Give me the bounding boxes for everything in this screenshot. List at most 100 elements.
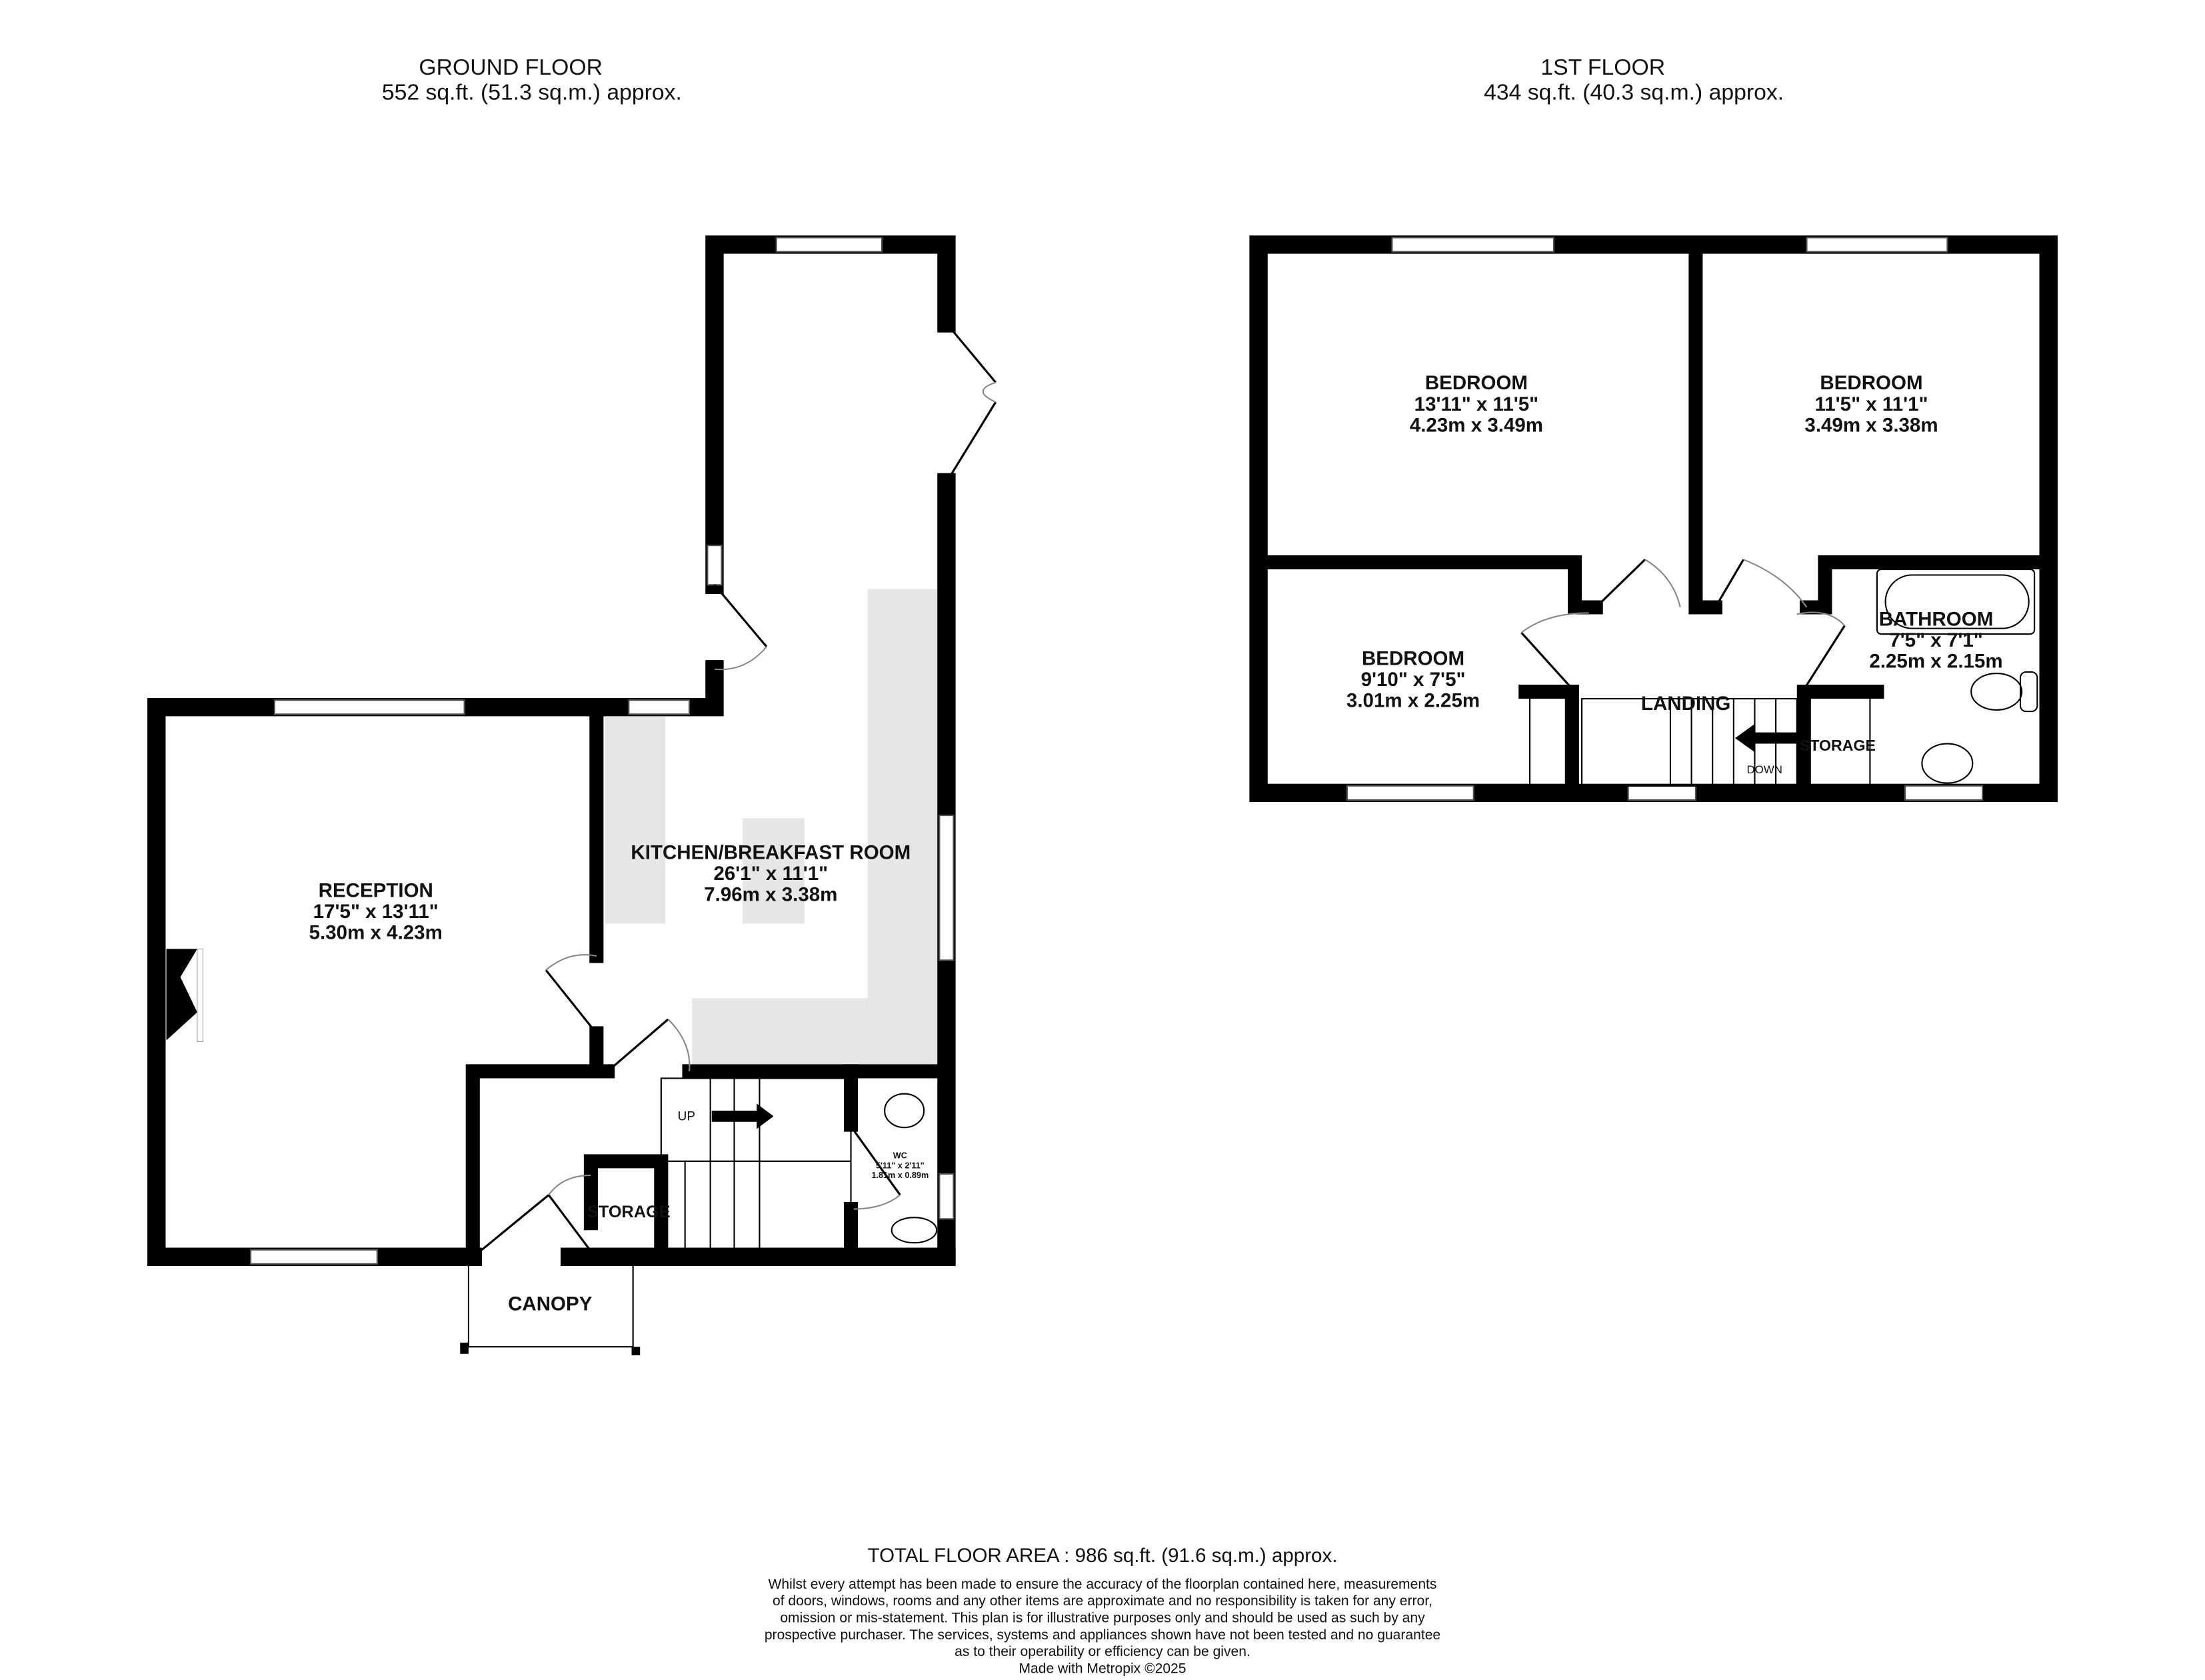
window [273, 699, 465, 715]
reception-imperial: 17'5" x 13'11" [313, 901, 439, 923]
window [1806, 237, 1948, 253]
door [713, 584, 768, 648]
door [1714, 559, 1744, 608]
ground-floor-area: 552 sq.ft. (51.3 sq.m.) approx. [382, 80, 682, 105]
window [1904, 785, 1984, 801]
first-floor-plan: DOWN STORAGE BEDROOM 13'11" x 11'5" 4.23… [1249, 235, 2058, 803]
window [1627, 785, 1696, 801]
disclaimer-line: as to their operability or efficiency ca… [955, 1644, 1250, 1659]
reception-name: RECEPTION [319, 879, 433, 901]
door [547, 1194, 592, 1252]
door [545, 969, 598, 1034]
stairs-down-arrow-icon [1734, 724, 1797, 753]
bathroom-name: BATHROOM [1879, 608, 1994, 630]
wc-imperial: 5'11" x 2'11" [876, 1161, 925, 1170]
window [775, 237, 883, 253]
bedroom3-imperial: 9'10" x 7'5" [1361, 669, 1466, 691]
stairs-down-label: DOWN [1747, 763, 1782, 776]
window [707, 545, 723, 586]
wall [465, 1064, 615, 1264]
window [250, 1249, 378, 1265]
kitchen-name: KITCHEN/BREAKFAST ROOM [631, 841, 911, 863]
disclaimer-line: prospective purchaser. The services, sys… [765, 1627, 1440, 1643]
bedroom2-metric: 3.49m x 3.38m [1804, 414, 1938, 436]
door-swing [1520, 612, 1589, 633]
french-door [945, 401, 997, 483]
first-floor-area: 434 sq.ft. (40.3 sq.m.) approx. [1484, 80, 1784, 105]
toilet-icon [884, 1093, 925, 1129]
basin-icon [1921, 743, 1974, 784]
wall [583, 1154, 669, 1257]
wall [1251, 555, 1603, 615]
bath-icon [1876, 569, 2036, 635]
disclaimer-line: omission or mis-statement. This plan is … [780, 1611, 1425, 1626]
storage-label: STORAGE [587, 1203, 671, 1221]
kitchen-unit [692, 998, 939, 1065]
stairs-up-arrow-icon [711, 1103, 774, 1129]
staircase [660, 1077, 852, 1251]
kitchen-unit [867, 589, 939, 1065]
bedroom2-name: BEDROOM [1820, 372, 1922, 394]
door [1801, 625, 1846, 693]
french-door [945, 323, 997, 383]
window [939, 815, 955, 961]
door-swing [1796, 611, 1846, 627]
bathroom-imperial: 7'5" x 7'1" [1889, 629, 1983, 651]
window [939, 1173, 955, 1220]
door [1595, 559, 1646, 609]
door-swing [545, 954, 597, 971]
disclaimer-line: of doors, windows, rooms and any other i… [773, 1593, 1432, 1609]
reception-metric: 5.30m x 4.23m [309, 922, 443, 944]
door [1520, 631, 1576, 693]
bedroom1-imperial: 13'11" x 11'5" [1414, 393, 1539, 415]
bedroom1-name: BEDROOM [1425, 372, 1528, 394]
door [477, 1194, 550, 1254]
wall [1799, 555, 2056, 615]
window [1391, 237, 1554, 253]
door-swing [1644, 559, 1681, 608]
wall [1518, 684, 1579, 800]
disclaimer-line: Whilst every attempt has been made to en… [769, 1577, 1437, 1592]
total-floor-area: TOTAL FLOOR AREA : 986 sq.ft. (91.6 sq.m… [868, 1545, 1338, 1567]
basin-icon [891, 1217, 938, 1244]
wall [1796, 684, 1884, 800]
hearth [197, 948, 203, 1043]
fireplace-icon [166, 949, 197, 1041]
door-swing [982, 381, 997, 403]
door-swing [1743, 559, 1808, 608]
bedroom2-imperial: 11'5" x 11'1" [1814, 393, 1928, 415]
kitchen-imperial: 26'1" x 11'1" [713, 863, 828, 885]
credit: Made with Metropix ©2025 [1019, 1661, 1186, 1676]
door-swing [714, 646, 767, 671]
door-swing [548, 1174, 591, 1196]
door-swing [667, 1019, 691, 1071]
canopy-outline [460, 1261, 641, 1355]
door-swing [853, 1194, 901, 1210]
wc-metric: 1.81m x 0.89m [871, 1171, 929, 1180]
ground-floor-title: GROUND FLOOR [419, 55, 603, 80]
canopy-label: CANOPY [508, 1293, 593, 1315]
ground-floor-plan: UP WC 5'11" x 2'11" 1.81m x 0.89m STORAG… [147, 235, 997, 1355]
bedroom3-metric: 3.01m x 2.25m [1346, 690, 1480, 712]
kitchen-metric: 7.96m x 3.38m [704, 884, 837, 906]
toilet-icon [1970, 673, 2023, 711]
footer: TOTAL FLOOR AREA : 986 sq.ft. (91.6 sq.m… [765, 1545, 1440, 1677]
bedroom1-metric: 4.23m x 3.49m [1410, 414, 1543, 436]
landing-storage-label: STORAGE [1800, 737, 1876, 754]
stairs-up-label: UP [678, 1110, 695, 1124]
wall [1688, 237, 1722, 615]
bedroom3-name: BEDROOM [1362, 647, 1464, 669]
window [628, 699, 691, 715]
door [607, 1018, 669, 1073]
first-floor-title: 1ST FLOOR [1540, 55, 1665, 80]
kitchen-island [743, 818, 805, 924]
window [1346, 785, 1474, 801]
wc-name: WC [893, 1151, 907, 1161]
bathroom-metric: 2.25m x 2.15m [1869, 651, 2002, 673]
landing-label: LANDING [1641, 693, 1730, 715]
kitchen-unit [605, 717, 666, 924]
wall [147, 698, 606, 1266]
wall [705, 235, 956, 594]
door [853, 1129, 901, 1196]
